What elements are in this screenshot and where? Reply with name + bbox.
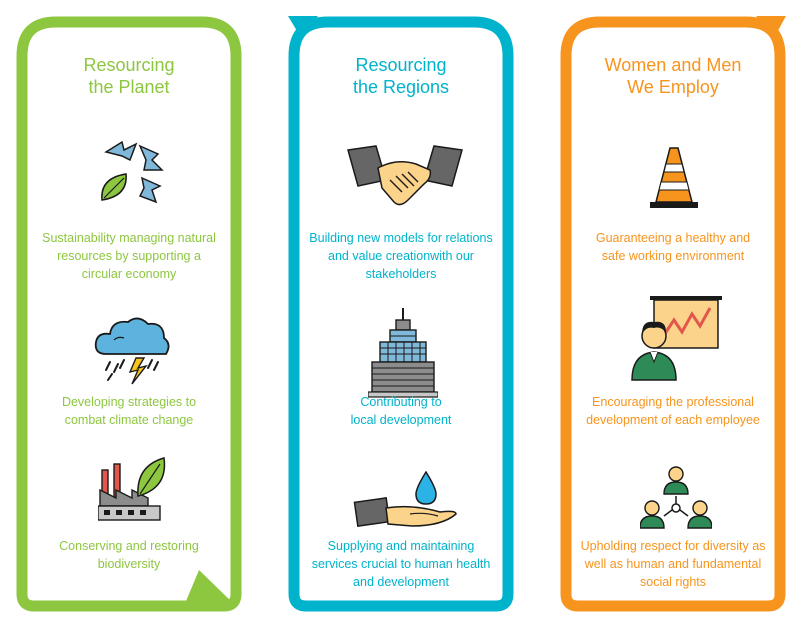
column-title: Resourcing the Regions — [352, 55, 450, 97]
item-text: Developing strategies to combat climate … — [61, 395, 197, 427]
item-text: Supplying and maintaining services cruci… — [311, 539, 491, 589]
people-network-icon — [639, 462, 713, 539]
storm-cloud-icon — [92, 314, 172, 391]
column-title: Women and Men We Employ — [604, 55, 742, 97]
item-text: Sustainability managing natural resource… — [42, 231, 216, 281]
recycle-arrows-leaf-icon — [96, 138, 166, 213]
presenter-chart-icon — [630, 296, 726, 387]
item-text: Conserving and restoring biodiversity — [59, 539, 199, 571]
skyscraper-icon — [367, 308, 439, 403]
hand-water-drop-icon — [352, 468, 458, 535]
panel-planet: Resourcing the Planet Sustainability man… — [16, 16, 242, 612]
item-text: Building new models for relations and va… — [309, 231, 493, 281]
column-title: Resourcing the Planet — [83, 55, 175, 97]
item-text: Upholding respect for diversity as well … — [580, 539, 766, 589]
item-text: Encouraging the professional development… — [586, 395, 760, 427]
traffic-cone-icon — [646, 144, 702, 217]
item-text: Guaranteeing a healthy and safe working … — [595, 231, 751, 263]
item-text: Contributing to local development — [350, 395, 452, 427]
panel-frame — [16, 16, 242, 612]
panel-regions: Resourcing the Regions Building new mode… — [288, 16, 514, 612]
panel-employees: Women and Men We Employ Guaranteeing a h… — [560, 16, 786, 612]
factory-leaf-icon — [97, 456, 168, 531]
handshake-icon — [346, 144, 464, 215]
